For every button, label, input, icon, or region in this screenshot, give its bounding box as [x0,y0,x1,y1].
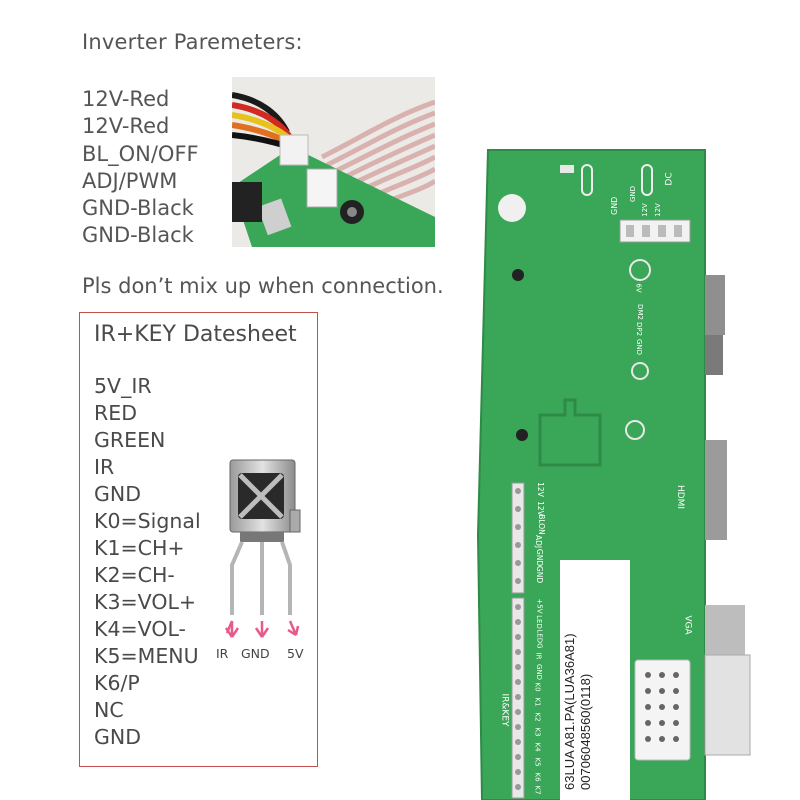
ir-key-item: IR [94,455,115,479]
sticker-line: 63LUA A81.PA(LUA36A81) [562,633,577,790]
pin-label-gnd: GND [241,646,270,661]
dc-pin-label: GND [610,196,619,215]
dc-header-labels: GND [610,135,640,215]
ir-key-item: K3=VOL+ [94,590,197,614]
dc-pin-label: 12V [640,203,649,217]
bl-pin-label: ADJ [534,534,544,549]
key-pin-label: K4 [533,742,542,752]
ir-key-item: K5=MENU [94,644,199,668]
hdmi-label: HDMI [675,484,686,510]
ir-key-item: K2=CH- [94,563,175,587]
key-pin-label: K6 [533,772,542,782]
ir-key-item: GND [94,725,142,749]
key-header-label: IR&KEY [499,693,510,727]
key-pin-label: K2 [533,712,542,722]
ir-key-item: NC [94,698,124,722]
ir-key-list: 5V_IR RED GREEN IR GND K0=Signal K1=CH+ … [94,373,201,751]
dc-pin-label: 12V [653,203,662,217]
dc-pin-label: GND [629,185,638,203]
ir-key-item: RED [94,401,137,425]
ir-key-item: 5V_IR [94,374,152,398]
warning-note: Pls don’t mix up when connection. [82,274,444,298]
inverter-title: Inverter Paremeters: [82,30,303,54]
ir-key-box [79,312,318,767]
key-pin-label: K3 [533,727,542,737]
side-label: 6V [634,283,643,293]
bl-pin-label: BLON [536,514,546,535]
side-label: GND [635,338,644,356]
key-pin-label: LEDG [535,629,544,649]
ir-key-item: K4=VOL- [94,617,186,641]
inverter-cable-photo [232,77,435,247]
key-pin-label: K1 [533,697,542,707]
side-label: DP2 [635,321,644,337]
pin-label-ir: IR [216,646,229,661]
ir-key-item: K0=Signal [94,509,201,533]
pin-label-5v: 5V [287,646,304,661]
board-sticker: 63LUA A81.PA(LUA36A81) 00706048560(0118) [562,560,594,790]
dc-label: DC [664,172,675,186]
key-pin-label: K0 [533,682,542,692]
inverter-item: ADJ/PWM [82,168,178,193]
bl-pin-label: 12V [535,482,545,497]
controller-board-image [476,149,751,800]
inverter-list: 12V-Red 12V-Red BL_ON/OFF ADJ/PWM GND-Bl… [82,86,199,250]
ir-key-item: GREEN [94,428,166,452]
bl-pin-label: GND [535,548,545,567]
ir-key-item: GND [94,482,142,506]
bl-pin-label: GND [535,565,545,584]
inverter-item: BL_ON/OFF [82,141,199,166]
inverter-item: GND-Black [82,196,194,221]
inverter-item: GND-Black [82,223,194,248]
vga-label: VGA [682,615,693,635]
key-pin-label: K7 [533,785,542,795]
key-pin-label: GND [535,663,544,681]
key-pin-label: LED [534,615,543,629]
side-label: DM2 [635,304,644,320]
key-pin-label: +5V [535,598,544,614]
key-pin-label: K5 [533,757,542,767]
ir-receiver-illustration [224,459,301,638]
ir-key-item: K6/P [94,671,140,695]
key-pin-label: IR [534,652,543,660]
sticker-line: 00706048560(0118) [578,673,593,790]
ir-key-title: IR+KEY Datesheet [94,322,297,347]
inverter-item: 12V-Red [82,114,170,139]
inverter-item: 12V-Red [82,87,170,111]
ir-key-item: K1=CH+ [94,536,185,560]
